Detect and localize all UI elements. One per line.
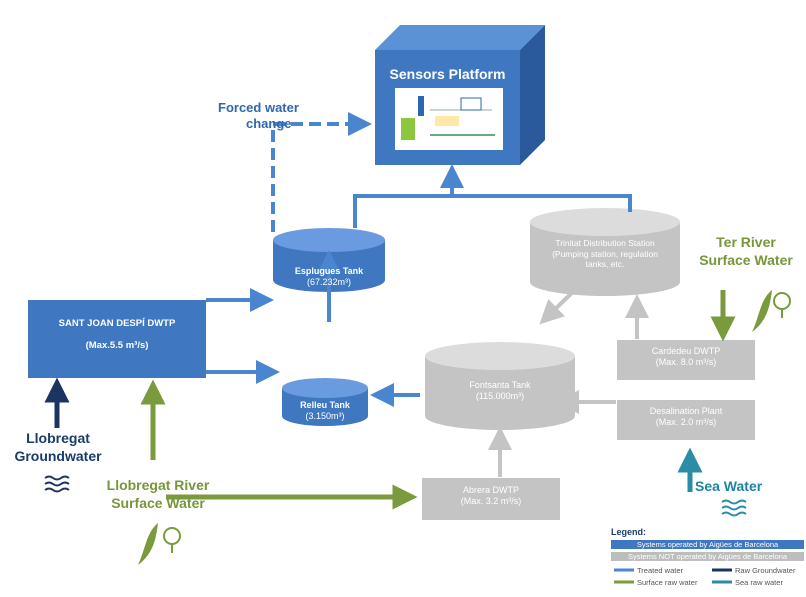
abrera-box: [422, 478, 560, 520]
abrera-name: Abrera DWTP: [462, 485, 519, 495]
legend-operated-swatch: [611, 540, 804, 549]
forced-label-line2: change: [246, 116, 292, 132]
relleu-tank-shape: [282, 378, 368, 426]
desal-label: Desalination Plant (Max. 2.0 m³/s): [617, 406, 755, 429]
sant-joan-box: [28, 300, 206, 378]
ter-line2: Surface Water: [699, 251, 793, 268]
sant-joan-name: SANT JOAN DESPÍ DWTP: [58, 318, 176, 329]
legend-raw-groundwater: Raw Groundwater: [735, 566, 796, 575]
cardedeu-capacity: (Max. 8.0 m³/s): [655, 357, 717, 368]
llobregat-river-label: Llobregat River Surface Water: [88, 477, 228, 512]
abrera-label: Abrera DWTP (Max. 3.2 m³/s): [422, 485, 560, 508]
fontsanta-tank-shape: [425, 342, 575, 430]
llobregat-groundwater-label: Llobregat Groundwater: [14, 430, 102, 465]
trinitat-station-shape: [530, 208, 680, 296]
llob-gw-line2: Groundwater: [14, 447, 102, 464]
sant-joan-label: SANT JOAN DESPÍ DWTP (Max.5.5 m³/s): [28, 318, 206, 352]
leaf-tree-icon: [138, 523, 181, 565]
legend-operated-text: Systems operated by Aigües de Barcelona: [636, 540, 779, 549]
water-waves-icon: [721, 499, 747, 517]
sant-joan-capacity: (Max.5.5 m³/s): [85, 339, 149, 351]
desal-box: [617, 400, 755, 440]
llob-river-line2: Surface Water: [111, 494, 205, 511]
treated-water-connectors: [206, 112, 632, 407]
llob-gw-line1: Llobregat: [26, 430, 90, 446]
sensors-platform-label: Sensors Platform: [389, 66, 506, 82]
legend-surface: Surface raw water: [637, 578, 698, 587]
fontsanta-name: Fontsanta Tank: [469, 380, 531, 390]
cardedeu-box: [617, 340, 755, 380]
fontsanta-capacity: (115.000m³): [475, 391, 525, 402]
esplugues-name: Esplugues Tank: [294, 266, 364, 276]
water-waves-icon: [44, 475, 70, 493]
relleu-capacity: (3.150m³): [305, 411, 345, 422]
ter-line1: Ter River: [716, 234, 776, 250]
leaf-tree-icon: [752, 290, 791, 332]
sea-water-label: Sea Water: [695, 478, 763, 494]
legend-sea: Sea raw water: [735, 578, 783, 587]
desal-name: Desalination Plant: [649, 406, 723, 416]
esplugues-tank-label: Esplugues Tank (67.232m³): [273, 266, 385, 289]
legend-title: Legend:: [611, 527, 646, 537]
legend-other-swatch: [611, 552, 804, 561]
cardedeu-name: Cardedeu DWTP: [651, 346, 721, 356]
abrera-capacity: (Max. 3.2 m³/s): [460, 496, 522, 507]
llob-river-line1: Llobregat River: [106, 477, 210, 493]
relleu-name: Relleu Tank: [300, 400, 350, 410]
cardedeu-label: Cardedeu DWTP (Max. 8.0 m³/s): [617, 346, 755, 369]
sensors-platform-cube: [375, 25, 545, 165]
forced-label-line1: Forced water: [218, 100, 299, 115]
surface-water-arrows: [140, 290, 736, 510]
forced-water-change-label: Forced water change: [218, 100, 348, 133]
fontsanta-tank-label: Fontsanta Tank (115.000m³): [425, 380, 575, 403]
trinitat-label: Trinitat Distribution Station (Pumping s…: [552, 238, 658, 270]
other-connectors: [488, 285, 649, 477]
legend-other-text: Systems NOT operated by Aigües de Barcel…: [627, 552, 788, 561]
esplugues-capacity: (67.232m³): [306, 277, 351, 288]
ter-river-label: Ter River Surface Water: [690, 234, 802, 269]
relleu-tank-label: Relleu Tank (3.150m³): [282, 400, 368, 423]
desal-capacity: (Max. 2.0 m³/s): [655, 417, 717, 428]
legend-treated: Treated water: [637, 566, 683, 575]
